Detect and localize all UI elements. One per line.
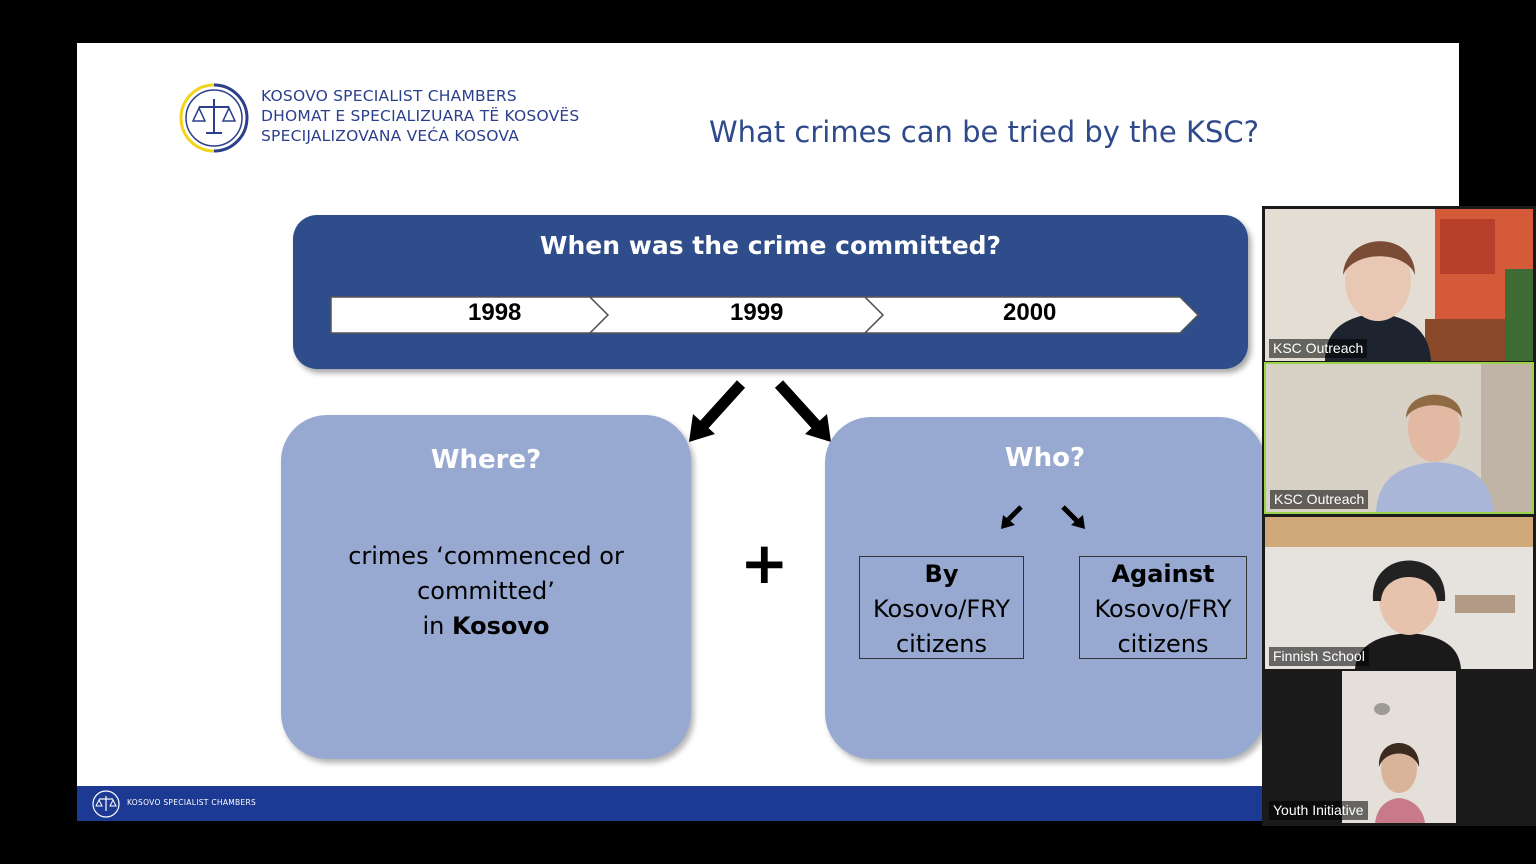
org-name-sq: DHOMAT E SPECIALIZUARA TË KOSOVËS <box>261 107 580 125</box>
where-line-1: crimes ‘commenced or <box>348 542 624 570</box>
where-text: crimes ‘commenced or committed’ in Kosov… <box>281 539 691 644</box>
org-name-sr: SPECIJALIZOVANA VEĆA KOSOVA <box>261 127 520 145</box>
by-line-2: Kosovo/FRY <box>873 595 1010 623</box>
year-1999: 1999 <box>730 299 784 326</box>
participant-video-icon <box>1266 364 1532 512</box>
against-citizens-box: Against Kosovo/FRY citizens <box>1079 556 1247 659</box>
where-heading: Where? <box>430 445 542 475</box>
when-question: When was the crime committed? <box>539 231 1002 260</box>
footer-logo-icon <box>92 790 120 818</box>
who-panel: Who? By Kosovo/FRY citizens Against Koso… <box>825 417 1265 759</box>
against-label: Against <box>1111 560 1215 588</box>
participant-name: KSC Outreach <box>1270 490 1369 509</box>
presentation-slide: KOSOVO SPECIALIST CHAMBERS DHOMAT E SPEC… <box>77 43 1459 821</box>
participant-video-icon <box>1342 671 1456 823</box>
against-line-3: citizens <box>1117 630 1209 658</box>
small-split-arrows-icon <box>1001 505 1085 529</box>
slide-title: What crimes can be tried by the KSC? <box>709 115 1260 149</box>
timeline-chevrons <box>330 296 1200 334</box>
who-heading: Who? <box>1004 443 1086 473</box>
where-kosovo-bold: Kosovo <box>451 612 550 640</box>
slide-footer: KOSOVO SPECIALIST CHAMBERS <box>77 786 1459 821</box>
plus-sign: + <box>740 529 789 597</box>
where-line-3: in Kosovo <box>281 609 691 644</box>
participant-tile-active[interactable]: KSC Outreach <box>1264 362 1534 514</box>
year-2000: 2000 <box>1003 299 1057 326</box>
participant-tile[interactable]: Youth Initiative <box>1265 671 1533 823</box>
org-name-block: KOSOVO SPECIALIST CHAMBERS DHOMAT E SPEC… <box>261 86 579 146</box>
participant-name: KSC Outreach <box>1269 339 1368 358</box>
footer-org-name: KOSOVO SPECIALIST CHAMBERS <box>127 798 257 807</box>
ksc-scales-logo-icon <box>179 83 249 153</box>
where-panel: Where? crimes ‘commenced or committed’ i… <box>281 415 691 759</box>
by-citizens-box: By Kosovo/FRY citizens <box>859 556 1024 659</box>
year-timeline: 1998 1999 2000 <box>330 295 1200 335</box>
split-arrows-icon <box>689 380 831 442</box>
where-line-2: committed’ <box>417 577 555 605</box>
participant-name: Youth Initiative <box>1269 801 1368 820</box>
participant-tile[interactable]: KSC Outreach <box>1265 209 1533 361</box>
participant-video-icon <box>1265 209 1533 361</box>
participant-tile[interactable]: Finnish School <box>1265 517 1533 669</box>
by-line-3: citizens <box>895 630 988 658</box>
participant-name: Finnish School <box>1269 647 1369 666</box>
against-line-2: Kosovo/FRY <box>1094 595 1232 623</box>
participant-gallery[interactable]: KSC Outreach KSC Outreach Finnish School <box>1262 206 1536 826</box>
year-1998: 1998 <box>468 299 522 326</box>
when-box: When was the crime committed? 1998 1999 … <box>293 215 1248 369</box>
where-line-3-prefix: in <box>422 612 452 640</box>
by-label: By <box>924 560 959 588</box>
participant-video-icon <box>1265 517 1533 669</box>
org-name-en: KOSOVO SPECIALIST CHAMBERS <box>261 87 517 105</box>
